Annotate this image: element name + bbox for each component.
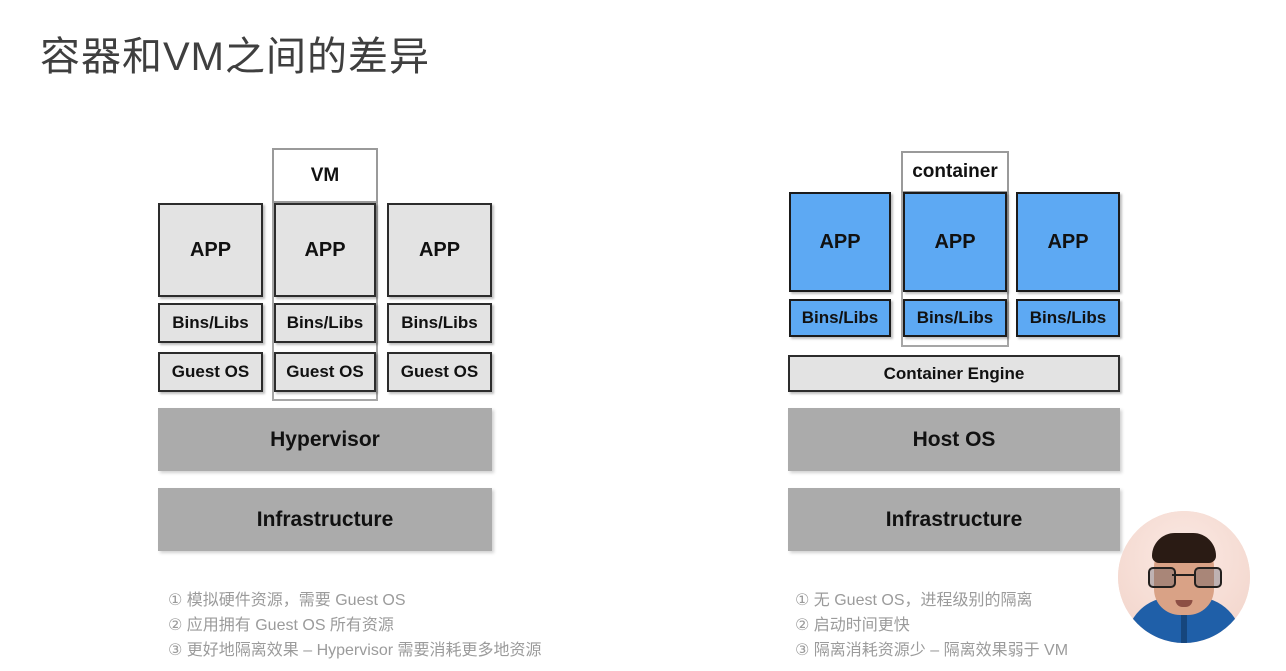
- vm-notes: ① 模拟硬件资源，需要 Guest OS ② 应用拥有 Guest OS 所有资…: [168, 588, 542, 663]
- host-os-bar: Host OS: [788, 408, 1120, 471]
- vm-label-box: VM: [272, 148, 378, 203]
- container-app-box-2: APP: [903, 192, 1007, 292]
- webcam-mouth: [1175, 600, 1193, 607]
- container-note-1: ① 无 Guest OS，进程级别的隔离: [795, 592, 1033, 609]
- vm-guest-box-1: Guest OS: [158, 352, 263, 392]
- vm-guest-box-3: Guest OS: [387, 352, 492, 392]
- vm-infrastructure-bar: Infrastructure: [158, 488, 492, 551]
- webcam-glasses-right: [1194, 567, 1222, 588]
- container-note-2: ② 启动时间更快: [795, 617, 910, 634]
- vm-bins-box-2: Bins/Libs: [274, 303, 376, 343]
- webcam-collar: [1181, 593, 1187, 643]
- vm-app-box-2: APP: [274, 203, 376, 297]
- container-note-3: ③ 隔离消耗资源少 – 隔离效果弱于 VM: [795, 642, 1069, 659]
- container-notes: ① 无 Guest OS，进程级别的隔离 ② 启动时间更快 ③ 隔离消耗资源少 …: [795, 588, 1068, 663]
- container-bins-box-1: Bins/Libs: [789, 299, 891, 337]
- vm-app-box-1: APP: [158, 203, 263, 297]
- page-title: 容器和VM之间的差异: [40, 35, 430, 79]
- hypervisor-bar: Hypervisor: [158, 408, 492, 471]
- vm-bins-box-3: Bins/Libs: [387, 303, 492, 343]
- container-bins-box-3: Bins/Libs: [1016, 299, 1120, 337]
- container-bins-box-2: Bins/Libs: [903, 299, 1007, 337]
- vm-bins-box-1: Bins/Libs: [158, 303, 263, 343]
- container-app-box-1: APP: [789, 192, 891, 292]
- vm-guest-box-2: Guest OS: [274, 352, 376, 392]
- container-engine-bar: Container Engine: [788, 355, 1120, 392]
- webcam-glasses-left: [1148, 567, 1176, 588]
- presenter-video-avatar[interactable]: [1118, 511, 1250, 643]
- webcam-glasses-bridge: [1172, 574, 1194, 576]
- vm-note-3: ③ 更好地隔离效果 – Hypervisor 需要消耗更多地资源: [168, 642, 542, 659]
- vm-note-2: ② 应用拥有 Guest OS 所有资源: [168, 617, 394, 634]
- container-infrastructure-bar: Infrastructure: [788, 488, 1120, 551]
- container-label-box: container: [901, 151, 1009, 193]
- vm-app-box-3: APP: [387, 203, 492, 297]
- vm-note-1: ① 模拟硬件资源，需要 Guest OS: [168, 592, 406, 609]
- container-app-box-3: APP: [1016, 192, 1120, 292]
- webcam-hair: [1152, 533, 1216, 563]
